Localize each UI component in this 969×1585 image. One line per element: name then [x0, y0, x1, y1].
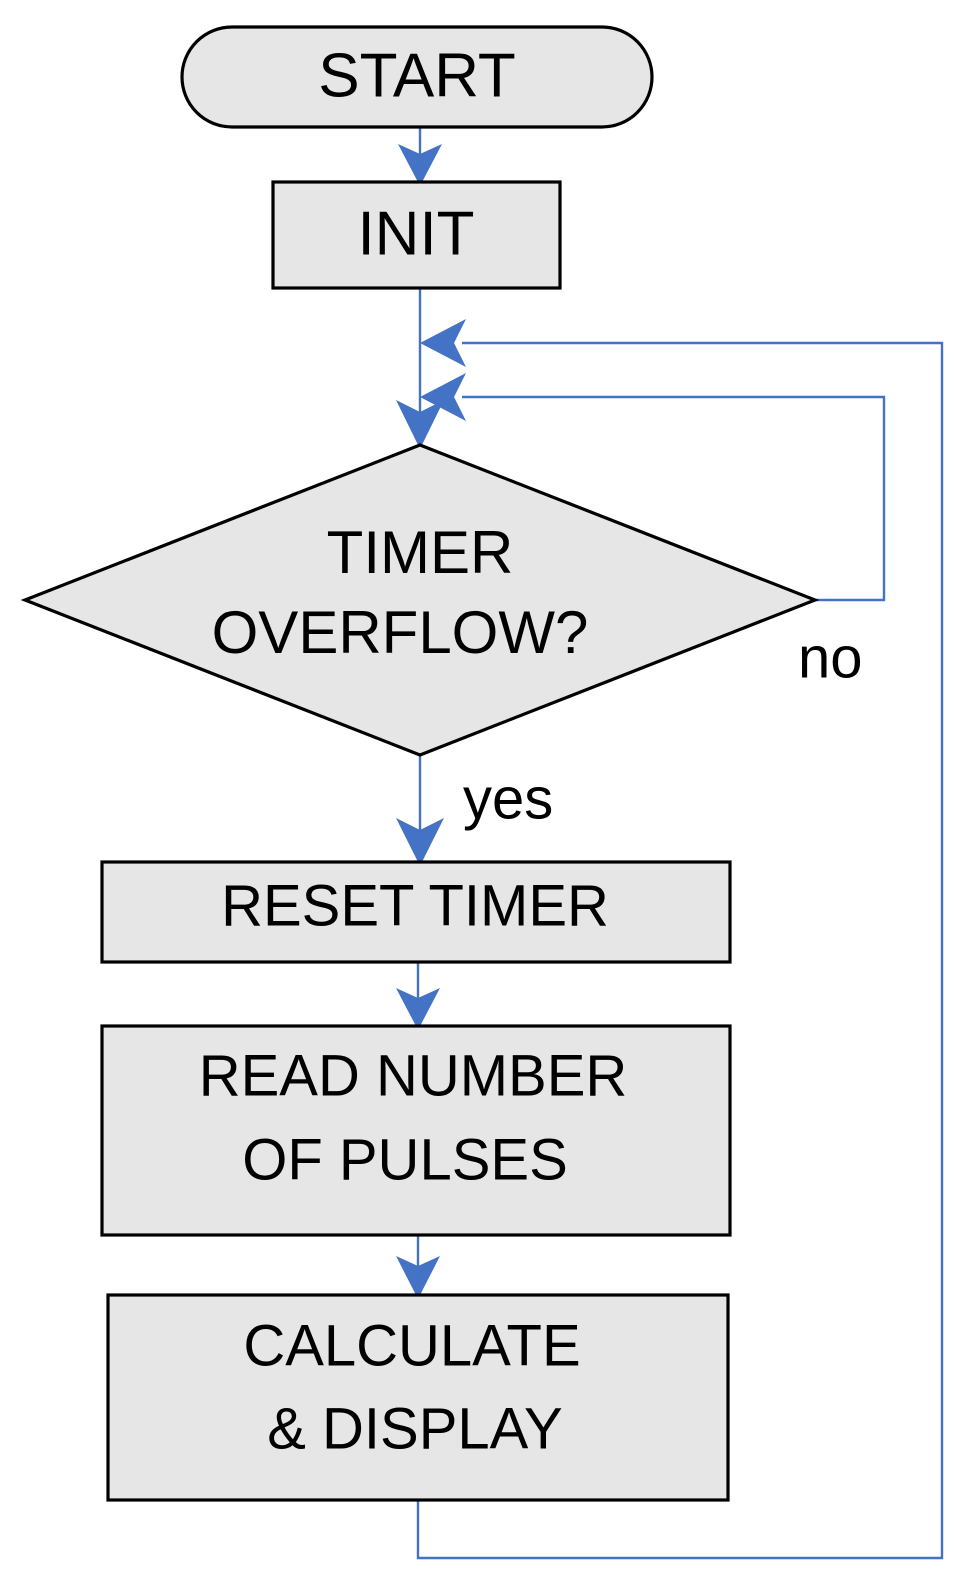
node-read-pulses[interactable]: READ NUMBER OF PULSES [100, 1024, 732, 1237]
edge-reset-to-read [396, 962, 440, 1030]
init-label: INIT [357, 199, 474, 268]
edge-start-to-init [398, 127, 442, 186]
edge-label-yes: yes [463, 766, 553, 831]
timer-overflow-label-line1: TIMER [327, 519, 514, 586]
edge-init-to-decision [396, 288, 444, 449]
reset-timer-label: RESET TIMER [221, 873, 609, 938]
node-timer-overflow[interactable]: TIMER OVERFLOW? [20, 443, 820, 757]
edge-read-to-calculate [396, 1235, 440, 1299]
node-init[interactable]: INIT [271, 180, 562, 290]
read-pulses-shape[interactable] [100, 1024, 732, 1237]
timer-overflow-label-line2: OVERFLOW? [212, 599, 589, 666]
arrowhead-down-to-init [398, 144, 442, 186]
arrowhead-down-to-calculate [396, 1256, 440, 1299]
init-shape[interactable] [271, 180, 562, 290]
edge-no-loop [420, 373, 886, 602]
start-shape[interactable] [180, 25, 654, 129]
node-start[interactable]: START [180, 25, 654, 129]
arrowhead-down-to-decision [396, 400, 444, 449]
edge-return-loop [416, 319, 944, 1560]
calculate-display-label-line1: CALCULATE [243, 1313, 580, 1378]
calculate-display-shape[interactable] [106, 1293, 730, 1502]
read-pulses-label-line2: OF PULSES [242, 1127, 568, 1192]
edge-line-no-loop [462, 395, 886, 602]
arrowhead-left-no-loop [420, 373, 466, 421]
arrowhead-down-to-reset [396, 818, 444, 866]
edge-label-group: no yes [463, 625, 863, 831]
start-label: START [318, 41, 516, 110]
edge-line-return-loop [416, 341, 944, 1560]
calculate-display-label-line2: & DISPLAY [267, 1396, 563, 1461]
read-pulses-label-line1: READ NUMBER [199, 1043, 628, 1108]
edge-group [396, 127, 944, 1560]
arrowhead-left-return-loop [420, 319, 466, 367]
node-reset-timer[interactable]: RESET TIMER [100, 860, 732, 964]
edge-yes-to-reset [396, 755, 444, 866]
edge-label-no: no [798, 625, 863, 690]
timer-overflow-shape[interactable] [20, 443, 820, 757]
reset-timer-shape[interactable] [100, 860, 732, 964]
node-calculate-display[interactable]: CALCULATE & DISPLAY [106, 1293, 730, 1502]
arrowhead-down-to-read [396, 988, 440, 1030]
